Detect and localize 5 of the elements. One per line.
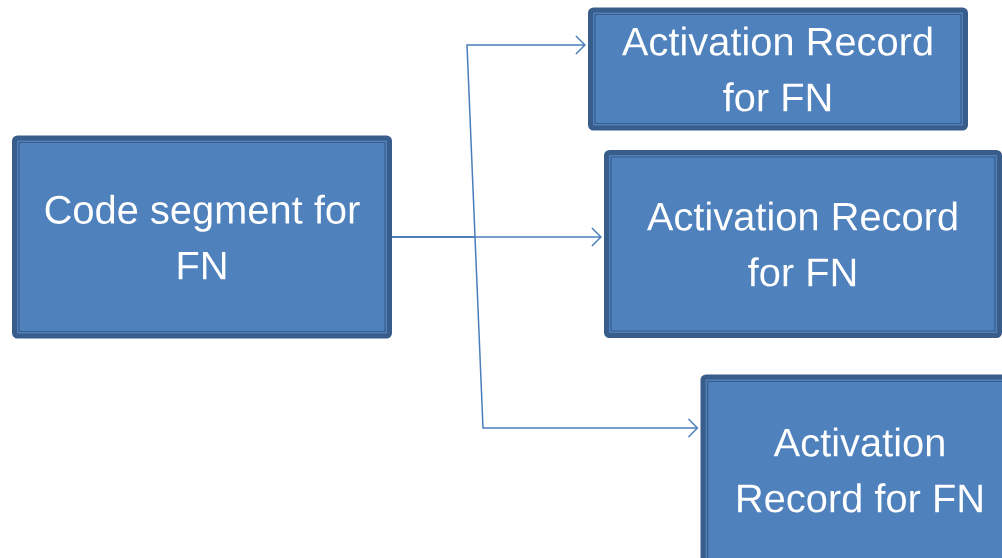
- process-box: Activation Record for FN: [588, 7, 968, 131]
- process-box: Activation Record for FN: [700, 374, 1002, 558]
- arrow: [391, 236, 699, 438]
- process-box: Code segment for FN: [12, 135, 392, 339]
- process-box: Activation Record for FN: [604, 150, 1002, 338]
